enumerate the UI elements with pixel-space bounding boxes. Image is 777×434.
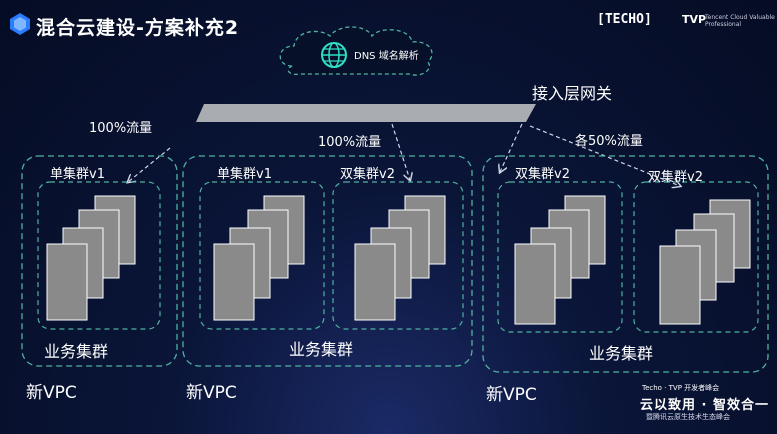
cluster-box <box>332 181 464 330</box>
arrow-middle <box>391 123 410 180</box>
cluster-box <box>633 181 759 333</box>
vpc-box-2 <box>182 155 473 367</box>
logo-icon <box>10 13 30 35</box>
page-title: 混合云建设-方案补充2 <box>36 17 240 39</box>
footer-event: Techo · TVP 开发者峰会 <box>642 384 720 392</box>
cluster-box <box>497 181 623 333</box>
vpc-label: 新VPC <box>186 383 237 403</box>
cluster-label: 双集群v2 <box>340 167 395 182</box>
cluster-label: 单集群v1 <box>50 167 105 182</box>
brand-techo: [TECHO] <box>597 12 652 27</box>
brand-tvp: TVP <box>682 13 707 26</box>
gateway-bar <box>196 104 536 122</box>
arrow-right-1 <box>500 123 523 172</box>
business-cluster-label: 业务集群 <box>289 340 354 359</box>
cluster-box <box>37 181 161 330</box>
gateway-label: 接入层网关 <box>532 84 613 103</box>
server-stack <box>514 195 606 325</box>
server-stack <box>354 195 446 321</box>
footer-slogan: 云以致用 · 智效合一 <box>640 398 769 413</box>
flow-label-left: 100%流量 <box>89 121 153 136</box>
brand-subtitle: Tencent Cloud Valuable Professional <box>705 14 775 28</box>
dns-cloud <box>279 26 433 76</box>
server-stack <box>46 195 136 321</box>
business-cluster-label: 业务集群 <box>589 344 654 363</box>
flow-label-middle: 100%流量 <box>318 135 382 150</box>
footer-subtitle: 暨腾讯云原生技术生态峰会 <box>646 413 730 421</box>
flow-label-right: 各50%流量 <box>575 134 643 149</box>
server-stack <box>659 199 751 325</box>
globe-icon <box>321 42 347 68</box>
cluster-label: 单集群v1 <box>217 167 272 182</box>
dns-label: DNS 域名解析 <box>354 51 419 62</box>
cluster-label: 双集群v2 <box>515 167 570 182</box>
vpc-box-3 <box>482 155 769 373</box>
cluster-label: 双集群v2 <box>648 170 703 185</box>
cluster-box <box>199 181 325 330</box>
vpc-label: 新VPC <box>26 383 77 403</box>
vpc-label: 新VPC <box>486 385 537 405</box>
arrow-left <box>128 147 171 182</box>
server-stack <box>213 195 305 321</box>
vpc-box-1 <box>21 155 178 367</box>
business-cluster-label: 业务集群 <box>44 342 109 361</box>
